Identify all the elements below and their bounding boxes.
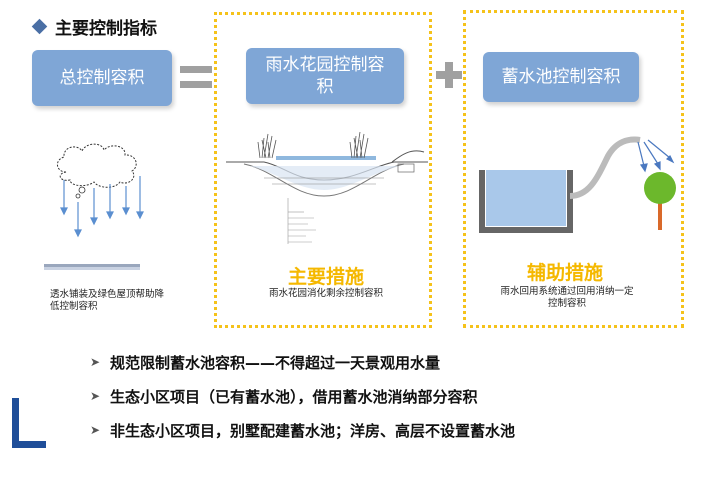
rain-garden-volume-box: 雨水花园控制容积	[246, 48, 404, 104]
plus-icon	[436, 62, 462, 88]
aux-measure-title: 辅助措施	[526, 262, 603, 284]
arrow-bullet-icon: ➤	[90, 389, 101, 403]
total-volume-label: 总控制容积	[59, 68, 145, 88]
diamond-bullet-icon	[31, 18, 48, 35]
bullet-text: 非生态小区项目，别墅配建蓄水池；洋房、高层不设置蓄水池	[110, 421, 516, 440]
storage-pool-volume-box: 蓄水池控制容积	[483, 52, 639, 102]
section-heading: 主要控制指标	[31, 14, 157, 39]
equals-icon	[180, 66, 212, 88]
bullet-text: 生态小区项目（已有蓄水池），借用蓄水池消纳部分容积	[110, 387, 478, 406]
total-volume-box: 总控制容积	[32, 50, 172, 106]
main-measure-caption: 雨水花园消化剩余控制容积	[268, 288, 383, 299]
heading-text: 主要控制指标	[55, 19, 157, 39]
bullet-list: ➤ 规范限制蓄水池容积——不得超过一天景观用水量 ➤ 生态小区项目（已有蓄水池）…	[90, 345, 515, 447]
main-measure-frame	[214, 12, 432, 328]
aux-measure-frame	[463, 10, 684, 328]
rain-cloud-icon	[57, 143, 144, 238]
arrow-bullet-icon: ➤	[90, 355, 101, 369]
list-item: ➤ 规范限制蓄水池容积——不得超过一天景观用水量	[90, 345, 515, 379]
permeable-paving-icon	[44, 264, 140, 270]
corner-logo-mark	[12, 398, 46, 448]
storage-tank-icon	[479, 136, 676, 233]
main-measure-title: 主要措施	[287, 266, 364, 288]
rain-garden-volume-label: 雨水花园控制容积	[265, 55, 385, 97]
storage-pool-volume-label: 蓄水池控制容积	[501, 67, 621, 87]
aux-measure-caption: 雨水回用系统通过回用消纳一定控制容积	[500, 286, 634, 309]
arrow-bullet-icon: ➤	[90, 423, 101, 437]
list-item: ➤ 生态小区项目（已有蓄水池），借用蓄水池消纳部分容积	[90, 379, 515, 413]
left-caption: 透水铺装及绿色屋顶帮助降低控制容积	[50, 289, 165, 312]
rain-garden-section-icon	[226, 131, 428, 244]
bullet-text: 规范限制蓄水池容积——不得超过一天景观用水量	[110, 353, 441, 372]
list-item: ➤ 非生态小区项目，别墅配建蓄水池；洋房、高层不设置蓄水池	[90, 413, 515, 447]
